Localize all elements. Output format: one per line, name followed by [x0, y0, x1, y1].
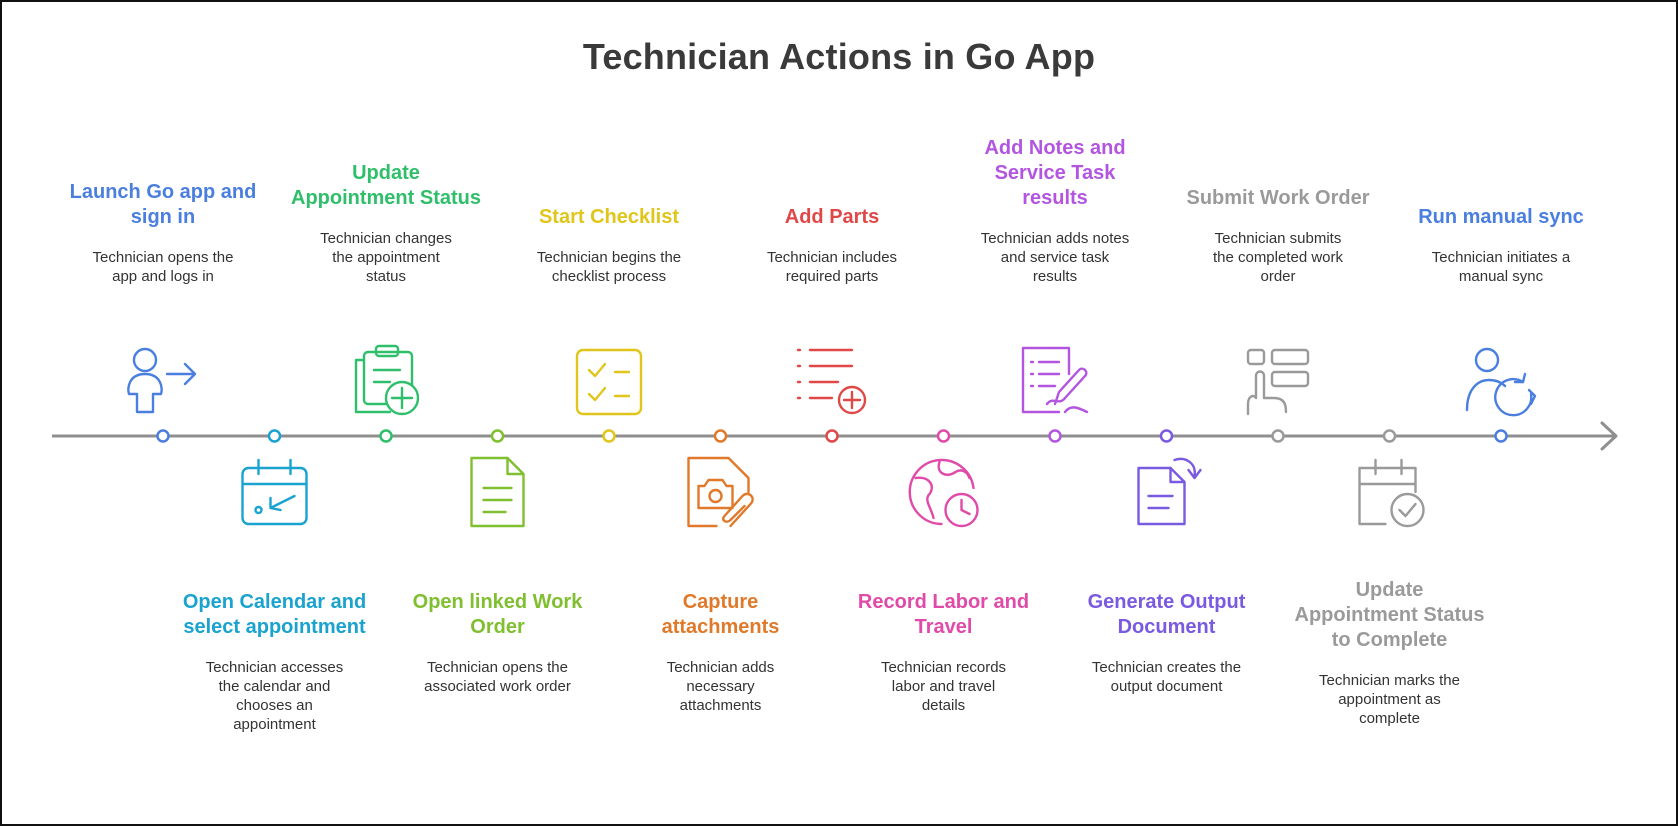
step-title: Add Notes and Service Task results [984, 137, 1126, 209]
user-sync-icon [1465, 347, 1537, 417]
step-description: Technician opens the associated work ord… [424, 659, 571, 695]
timeline-dot [490, 429, 505, 443]
user-arrow-icon [127, 347, 197, 414]
step-title: Launch Go app and sign in [69, 181, 257, 228]
step-description: Technician changes the appointment statu… [320, 230, 452, 285]
globe-clock-icon [908, 458, 979, 528]
timeline-dot [1271, 429, 1285, 443]
step-description: Technician submits the completed work or… [1212, 230, 1344, 285]
step-description: Technician adds necessary attachments [666, 659, 775, 714]
step-title: Generate Output Document [1087, 591, 1246, 638]
timeline-dot [267, 429, 282, 443]
timeline-dot [602, 429, 616, 443]
timeline-dot [713, 429, 728, 443]
timeline-dot [1048, 429, 1062, 443]
step-title: Capture attachments [661, 591, 780, 638]
step-description: Technician records labor and travel deta… [880, 659, 1007, 714]
notes-pen-icon [1021, 346, 1089, 414]
step-description: Technician begins the checklist process [536, 249, 682, 285]
timeline-dot [936, 429, 951, 443]
step-description: Technician initiates a manual sync [1431, 249, 1571, 285]
clipboard-plus-icon [354, 344, 420, 416]
timeline-dot [1382, 429, 1397, 443]
step-title: Start Checklist [538, 206, 680, 228]
step-description: Technician accesses the calendar and cho… [205, 659, 344, 733]
step-title: Add Parts [784, 206, 880, 228]
hand-form-icon [1246, 348, 1310, 416]
list-plus-icon [796, 348, 867, 415]
timeline-arrowhead [1600, 421, 1618, 451]
step-title: Update Appointment Status [291, 162, 481, 209]
step-title: Run manual sync [1418, 206, 1584, 228]
step-title: Open Calendar and select appointment [182, 591, 367, 638]
checklist-icon [575, 348, 643, 416]
step-description: Technician creates the output document [1091, 659, 1242, 695]
timeline-dot [156, 429, 170, 443]
step-title: Submit Work Order [1186, 187, 1370, 209]
step-title: Update Appointment Status to Complete [1294, 578, 1485, 651]
camera-attachment-icon [687, 456, 754, 528]
step-title: Open linked Work Order [412, 591, 583, 638]
timeline-dot [825, 429, 839, 443]
page-title: Technician Actions in Go App [582, 36, 1096, 77]
step-description: Technician adds notes and service task r… [980, 230, 1130, 285]
timeline-dot [379, 429, 393, 443]
step-description: Technician marks the appointment as comp… [1319, 671, 1460, 727]
document-icon [470, 456, 525, 528]
timeline-dot [1494, 429, 1508, 443]
timeline-dot [1159, 429, 1174, 443]
step-title: Record Labor and Travel [857, 591, 1030, 638]
calendar-check-icon [1358, 458, 1425, 528]
step-description: Technician opens the app and logs in [92, 249, 234, 285]
document-export-icon [1137, 457, 1202, 526]
step-description: Technician includes required parts [766, 249, 898, 285]
calendar-arrow-icon [241, 458, 308, 526]
